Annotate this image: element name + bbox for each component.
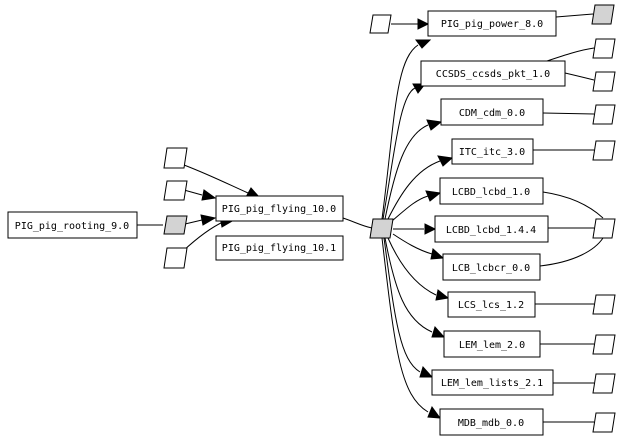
node-label: LEM_lem_lists_2.1	[441, 378, 543, 389]
node-label: MDB_mdb_0.0	[458, 418, 524, 429]
arrowhead	[417, 18, 430, 30]
port-top-left	[369, 14, 392, 34]
port-lcs	[592, 294, 616, 315]
edge-ccsds-to-port-b	[564, 72, 595, 81]
node-pig-power[interactable]: PIG_pig_power_8.0	[427, 10, 557, 37]
edges	[137, 13, 604, 423]
edge-hub-to-mdb	[381, 237, 429, 413]
edge-lcbcr-to-port	[539, 237, 604, 267]
node-lem-lists[interactable]: LEM_lem_lists_2.1	[431, 369, 554, 396]
port-cdm	[592, 104, 616, 125]
edge-lcbd-1-0-to-port	[542, 191, 604, 219]
node-pig-rooting[interactable]: PIG_pig_rooting_9.0	[7, 211, 138, 239]
arrowhead	[425, 190, 442, 202]
port-left-a	[163, 147, 188, 169]
node-label: LCBD_lcbd_1.0	[452, 187, 530, 198]
edge-hub-to-lcbd-1-0	[391, 195, 429, 222]
node-label: LCBD_lcbd_1.4.4	[446, 225, 536, 236]
port-rooting-out	[163, 215, 188, 235]
node-label: PIG_pig_power_8.0	[441, 19, 543, 30]
arrowhead	[419, 366, 434, 378]
edge-port-a-to-flying	[183, 164, 249, 194]
node-label: ITC_itc_3.0	[459, 147, 525, 158]
nodes: PIG_pig_rooting_9.0 PIG_pig_flying_10.0 …	[7, 10, 566, 436]
arrowhead	[435, 289, 450, 301]
ports	[163, 4, 616, 433]
edge-power-to-port	[555, 13, 594, 18]
edge-hub-to-power	[381, 44, 419, 220]
port-ccsds-a	[592, 38, 616, 59]
edge-hub-to-lcs	[387, 237, 437, 296]
node-itc[interactable]: ITC_itc_3.0	[451, 138, 534, 165]
edge-ccsds-to-port-a	[546, 47, 595, 62]
arrowhead	[415, 39, 432, 49]
port-itc	[592, 140, 616, 161]
node-pig-flying-10-1[interactable]: PIG_pig_flying_10.1	[215, 235, 344, 261]
node-label: LCS_lcs_1.2	[458, 300, 524, 311]
edge-hub-to-lem-lists	[383, 237, 421, 373]
port-left-c	[163, 247, 188, 269]
node-lcbd-1-0[interactable]: LCBD_lcbd_1.0	[439, 177, 544, 205]
node-label: CDM_cdm_0.0	[459, 108, 525, 119]
node-label: PIG_pig_rooting_9.0	[15, 221, 129, 232]
arrowhead	[201, 189, 217, 201]
port-hub	[369, 218, 394, 239]
node-label: PIG_pig_flying_10.0	[222, 204, 336, 215]
edge-port-hub-to-flying	[184, 219, 203, 225]
arrowhead	[431, 326, 446, 338]
node-label: PIG_pig_flying_10.1	[222, 243, 336, 254]
node-label: CCSDS_ccsds_pkt_1.0	[436, 69, 550, 80]
edge-cdm-to-port	[542, 112, 595, 115]
port-power-out	[591, 4, 615, 25]
arrowhead	[200, 214, 217, 226]
node-lcbcr[interactable]: LCB_lcbcr_0.0	[442, 253, 541, 281]
arrowhead	[427, 405, 442, 419]
node-ccsds[interactable]: CCSDS_ccsds_pkt_1.0	[420, 60, 566, 87]
port-ccsds-b	[592, 71, 616, 92]
edge-hub-to-itc	[387, 160, 441, 220]
node-label: LCB_lcbcr_0.0	[452, 263, 530, 274]
arrowhead	[424, 223, 437, 235]
node-cdm[interactable]: CDM_cdm_0.0	[440, 98, 544, 126]
node-lcs[interactable]: LCS_lcs_1.2	[447, 291, 536, 318]
node-lcbd-1-4-4[interactable]: LCBD_lcbd_1.4.4	[434, 215, 549, 243]
edge-hub-to-ccsds	[382, 87, 416, 220]
node-label: LEM_lem_2.0	[459, 340, 525, 351]
edge-hub-to-cdm	[384, 124, 429, 220]
edge-flying-to-hub	[342, 217, 373, 229]
arrowhead	[437, 155, 454, 167]
node-lem[interactable]: LEM_lem_2.0	[443, 330, 541, 358]
port-lcbd	[592, 218, 616, 239]
node-pig-flying-10-0[interactable]: PIG_pig_flying_10.0	[215, 195, 344, 222]
node-mdb[interactable]: MDB_mdb_0.0	[439, 408, 544, 436]
edge-hub-to-lcbcr	[392, 233, 433, 255]
port-lem-lists	[592, 373, 616, 394]
edge-hub-to-lem	[384, 237, 433, 333]
arrowhead	[426, 119, 443, 131]
port-left-b	[163, 180, 188, 201]
arrowhead	[430, 248, 445, 260]
port-lem	[592, 334, 616, 355]
port-mdb	[592, 412, 616, 433]
edge-port-b-to-flying	[183, 189, 203, 196]
